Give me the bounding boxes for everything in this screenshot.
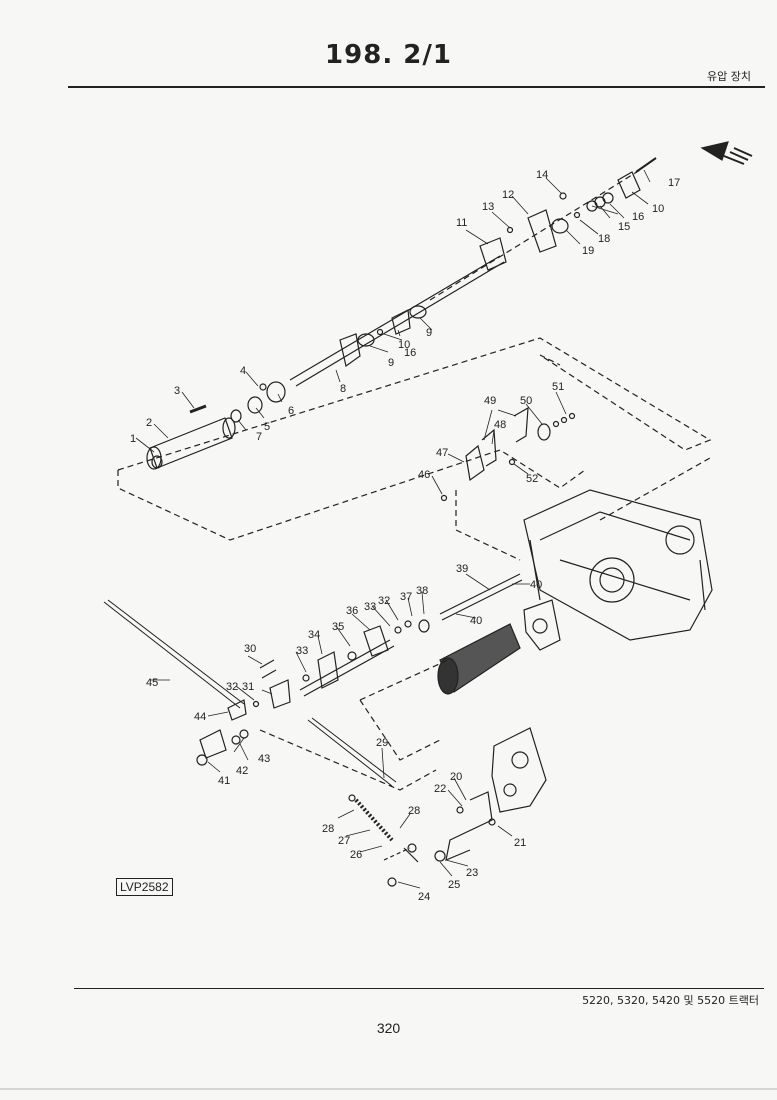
callout-number: 22: [434, 783, 446, 795]
callout-number: 42: [236, 765, 248, 777]
callout-number: 46: [418, 469, 430, 481]
callout-number: 50: [520, 395, 532, 407]
callout-number: 44: [194, 711, 206, 723]
footer-rule: [74, 988, 764, 989]
callout-number: 39: [456, 563, 468, 575]
callout-number: 48: [494, 419, 506, 431]
callout-number: 36: [346, 605, 358, 617]
callout-number: 21: [514, 837, 526, 849]
callout-number: 12: [502, 189, 514, 201]
page-title: 198. 2/1: [325, 40, 452, 70]
callout-number: 49: [484, 395, 496, 407]
callout-number: 33: [296, 645, 308, 657]
callout-number: 32: [226, 681, 238, 693]
callout-number: 43: [258, 753, 270, 765]
page-number: 320: [376, 1020, 401, 1036]
callout-number: 20: [450, 771, 462, 783]
callout-number: 10: [652, 203, 664, 215]
callout-number: 34: [308, 629, 320, 641]
callout-number: 26: [350, 849, 362, 861]
callout-number: 29: [376, 737, 388, 749]
model-line: 5220, 5320, 5420 및 5520 트랙터: [582, 994, 759, 1007]
callout-number: 10: [398, 339, 410, 351]
callout-number: 9: [388, 357, 394, 369]
callout-number: 52: [526, 473, 538, 485]
callout-number: 30: [244, 643, 256, 655]
callout-number: 8: [340, 383, 346, 395]
callout-number: 24: [418, 891, 430, 903]
callout-number: 45: [146, 677, 158, 689]
callout-number: 51: [552, 381, 564, 393]
callout-number: 37: [400, 591, 412, 603]
callout-number: 17: [668, 177, 680, 189]
callout-number: 2: [146, 417, 152, 429]
scan-edge: [0, 1088, 777, 1090]
callout-number: 3: [174, 385, 180, 397]
callout-number: 25: [448, 879, 460, 891]
section-label: 유압 장치: [707, 70, 751, 83]
callout-number: 32: [378, 595, 390, 607]
callout-number: 41: [218, 775, 230, 787]
callout-number: 5: [264, 421, 270, 433]
callout-number: 9: [426, 327, 432, 339]
callout-number: 16: [404, 347, 416, 359]
callout-number: 13: [482, 201, 494, 213]
callout-number: 28: [408, 805, 420, 817]
callout-number: 33: [364, 601, 376, 613]
callout-number: 31: [242, 681, 254, 693]
callout-number: 23: [466, 867, 478, 879]
callout-number: 40: [530, 579, 542, 591]
callout-number: 1: [130, 433, 136, 445]
callout-number: 11: [456, 217, 467, 229]
callout-number: 4: [240, 365, 246, 377]
callout-number: 18: [598, 233, 610, 245]
callout-number: 38: [416, 585, 428, 597]
callout-number: 27: [338, 835, 350, 847]
callout-number: 15: [618, 221, 630, 233]
figure-code: LVP2582: [116, 878, 173, 896]
callout-number: 14: [536, 169, 548, 181]
callout-number: 6: [288, 405, 294, 417]
callout-number: 47: [436, 447, 448, 459]
header-rule: [68, 86, 765, 88]
direction-arrow-icon: [700, 141, 729, 161]
callout-number: 19: [582, 245, 594, 257]
callout-number: 7: [256, 431, 262, 443]
callout-number: 40: [470, 615, 482, 627]
callout-number: 35: [332, 621, 344, 633]
callout-number: 16: [632, 211, 644, 223]
callout-number: 28: [322, 823, 334, 835]
